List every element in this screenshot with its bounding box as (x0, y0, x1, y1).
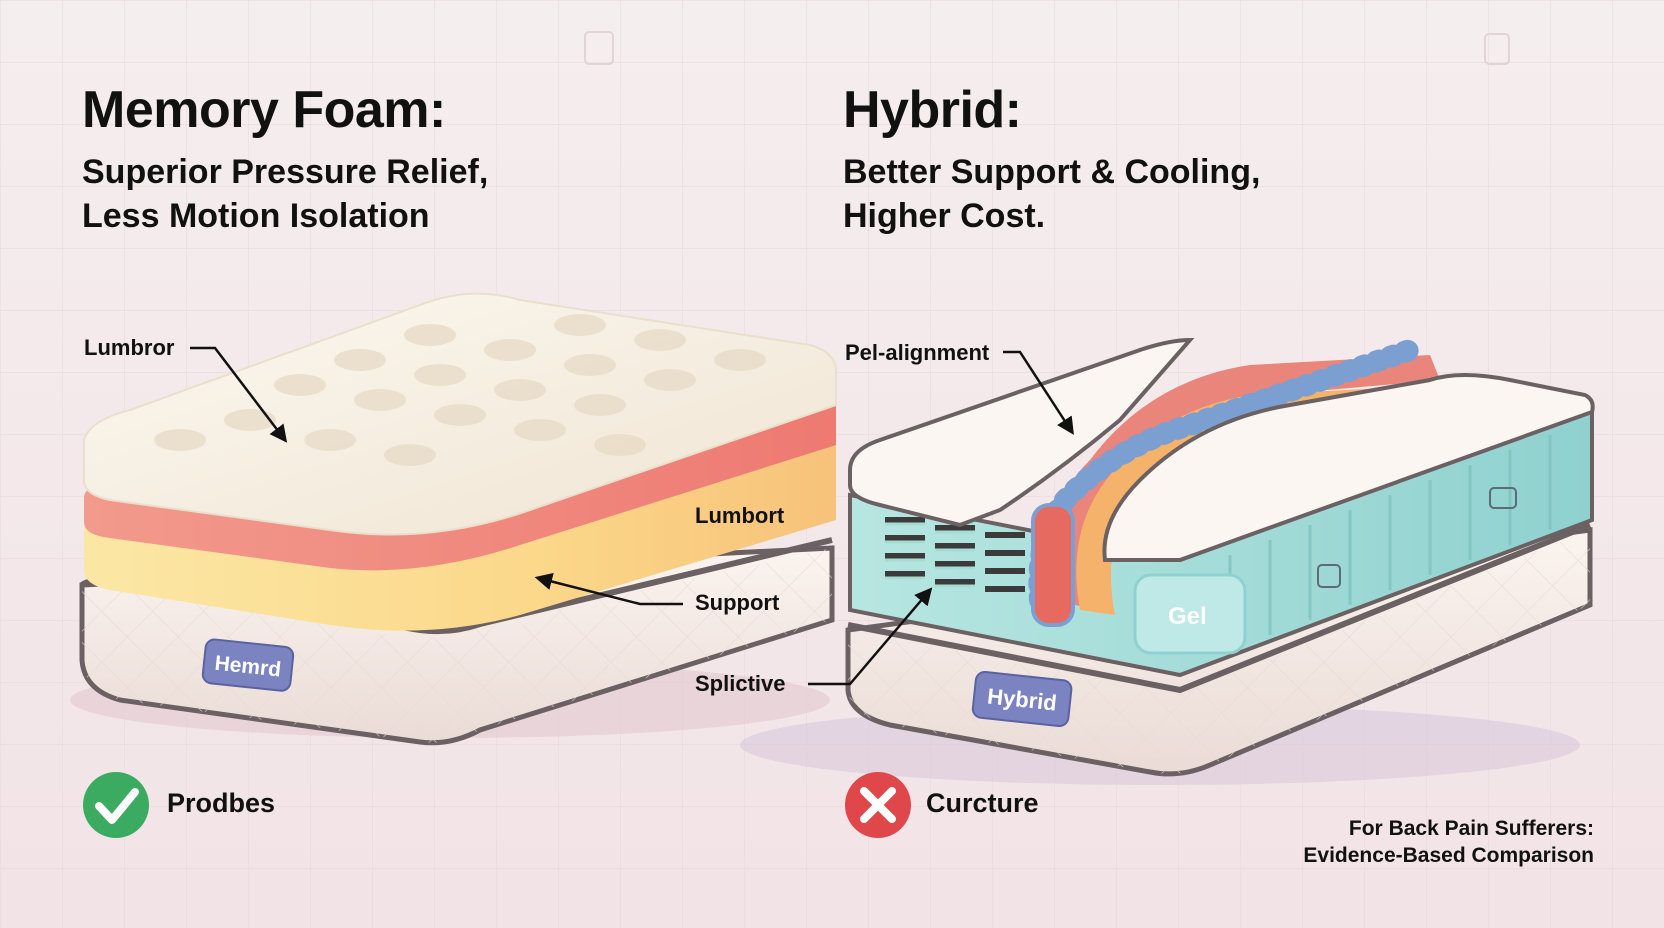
memory-foam-title: Memory Foam: (82, 81, 446, 139)
hybrid-base-seam (847, 522, 1592, 694)
vent-icon (1489, 487, 1517, 509)
foam-base-quilting (82, 548, 832, 743)
hybrid-badge: Hybrid (971, 671, 1073, 728)
foam-badge: Hemrd (201, 638, 295, 692)
arrow-support (534, 572, 683, 606)
hybrid-pocket-coils (885, 517, 1025, 592)
callout-lumbort: Lumbort (695, 503, 785, 528)
x-icon (845, 772, 911, 838)
hybrid-spine-core (1031, 503, 1075, 627)
hybrid-pink-layer (1045, 355, 1440, 610)
foam-pink-layer (84, 390, 836, 571)
document-icon (584, 31, 614, 65)
gel-panel (1133, 573, 1247, 655)
callout-lumbror: Lumbror (84, 335, 175, 360)
vent-icon (1317, 564, 1341, 588)
foam-dimples (154, 314, 766, 466)
callout-arrows (190, 346, 1074, 686)
footer-caption: For Back Pain Sufferers: Evidence-Based … (1303, 817, 1594, 867)
arrow-lumbror (190, 346, 288, 443)
foam-support-layer (84, 410, 836, 631)
callout-splictive: Splictive (695, 671, 786, 696)
hybrid-title: Hybrid: (843, 81, 1022, 139)
memory-foam-verdict: Prodbes (167, 788, 276, 818)
memory-foam-subtitle: Superior Pressure Relief, Less Motion Is… (82, 153, 489, 235)
note-icon (1484, 33, 1510, 65)
gel-label: Gel (1168, 603, 1207, 630)
arrow-pel-alignment (1003, 350, 1074, 435)
hybrid-top-panel-left (848, 337, 1195, 528)
hybrid-verdict: Curcture (926, 788, 1039, 818)
arrow-splictive (808, 587, 933, 686)
callout-support: Support (695, 590, 780, 615)
hybrid-mattress: Gel Hybrid (740, 337, 1595, 785)
check-icon (83, 772, 149, 838)
hybrid-top-panel-right (1102, 373, 1595, 562)
hybrid-subtitle: Better Support & Cooling, Higher Cost. (843, 153, 1261, 235)
callout-pel-alignment: Pel-alignment (845, 340, 990, 365)
memory-foam-mattress: Hemrd (70, 292, 837, 746)
